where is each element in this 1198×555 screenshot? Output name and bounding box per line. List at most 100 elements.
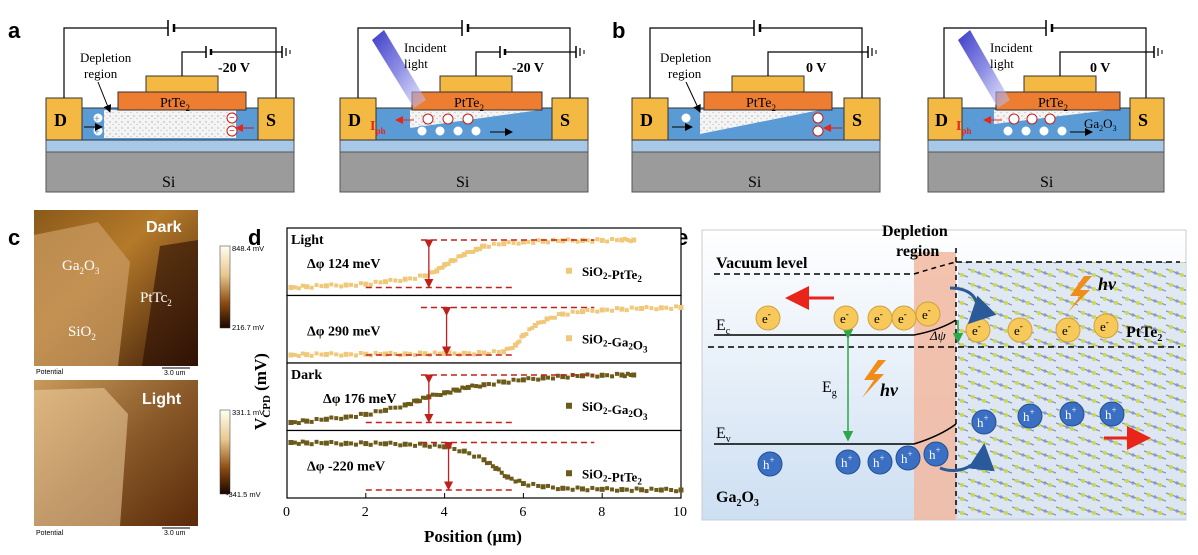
data-point [343, 282, 349, 288]
ev-label: Ev [716, 425, 731, 445]
legend-marker [566, 335, 572, 342]
data-point [501, 379, 507, 385]
svg-text:−: − [229, 113, 235, 124]
data-point [585, 372, 590, 377]
data-point [550, 376, 555, 381]
data-point [339, 284, 344, 289]
data-point [368, 412, 373, 417]
data-point [323, 416, 329, 422]
iph-label: Iph [956, 119, 971, 136]
depletion-label-2: region [668, 66, 702, 81]
data-point [509, 476, 514, 481]
data-point [292, 352, 297, 357]
data-point [654, 487, 659, 492]
data-point [605, 307, 610, 312]
data-point [565, 375, 570, 380]
data-point [477, 454, 482, 459]
data-point [417, 273, 422, 278]
data-point [470, 383, 475, 388]
data-point [536, 320, 541, 325]
electron-label: e- [874, 309, 883, 326]
substrate-label: Si [1040, 174, 1054, 191]
data-point [378, 280, 383, 285]
scale-bar: 3.0 um [164, 530, 186, 537]
hole-label: h+ [901, 449, 913, 466]
data-point [546, 240, 551, 245]
data-point [540, 484, 546, 490]
data-point [363, 281, 369, 287]
hole-label: h+ [841, 453, 853, 470]
data-point [530, 325, 535, 330]
data-point [300, 351, 305, 356]
afm-light: Light Potential 3.0 um 331.1 mV -341.5 m… [34, 380, 264, 537]
data-point [472, 352, 477, 357]
data-point [363, 441, 369, 447]
data-point [309, 442, 314, 447]
data-point [622, 374, 627, 379]
substrate-label: Si [456, 174, 470, 191]
data-point [539, 320, 544, 325]
electron-icon [891, 305, 917, 331]
data-point [625, 238, 630, 242]
x-tick-label: 6 [519, 505, 526, 520]
data-point [540, 375, 546, 381]
ga2o3-label: Ga2O3 [716, 489, 759, 509]
data-point [610, 487, 615, 492]
data-point [408, 351, 413, 356]
data-point [654, 307, 659, 312]
data-point [484, 461, 489, 466]
data-point [531, 376, 536, 381]
data-point [398, 443, 403, 448]
data-point [398, 405, 403, 410]
data-point [669, 306, 674, 311]
data-point [378, 409, 383, 414]
device-b1: D S PtTe2 Si 0 V Depletion region [631, 20, 881, 193]
data-point [605, 373, 610, 378]
svg-text:+: + [94, 114, 100, 125]
data-point [451, 387, 456, 392]
data-point [329, 415, 334, 420]
data-point [526, 239, 531, 244]
hole-icon [971, 409, 997, 435]
electron-icon [833, 305, 859, 331]
data-point [465, 250, 470, 255]
data-point [388, 405, 393, 410]
data-point [465, 384, 471, 390]
data-point [442, 390, 448, 396]
data-point [555, 373, 560, 378]
data-point [631, 237, 637, 243]
data-point [423, 395, 428, 400]
data-point [516, 378, 521, 383]
cbar-min: 216.7 mV [232, 323, 264, 332]
electron-label: e- [762, 309, 771, 326]
panel-label-d: d [248, 225, 261, 250]
legend-label: SiO2-PtTe2 [582, 466, 642, 486]
source-label: S [266, 110, 276, 130]
data-point [383, 407, 388, 413]
data-point [644, 489, 649, 494]
data-point [353, 442, 358, 447]
data-point [542, 319, 547, 324]
data-point [590, 485, 595, 490]
data-point [504, 346, 509, 351]
data-point [513, 342, 519, 348]
data-point [319, 352, 324, 357]
data-point [486, 382, 491, 387]
data-point [658, 487, 664, 493]
data-point [358, 411, 363, 416]
data-point [477, 349, 482, 354]
data-point [536, 377, 541, 382]
data-point [288, 440, 294, 445]
incident-label-2: light [404, 56, 428, 71]
data-point [329, 282, 334, 287]
data-point [506, 240, 511, 245]
hole-icon [1017, 403, 1043, 429]
data-point [628, 373, 633, 377]
ptte2-label: PtTe2 [1126, 324, 1162, 344]
incident-beam [372, 30, 426, 108]
data-point [422, 442, 428, 448]
data-point [624, 487, 629, 492]
data-point [595, 237, 600, 242]
drain-label: D [935, 110, 948, 130]
data-point [467, 351, 472, 356]
